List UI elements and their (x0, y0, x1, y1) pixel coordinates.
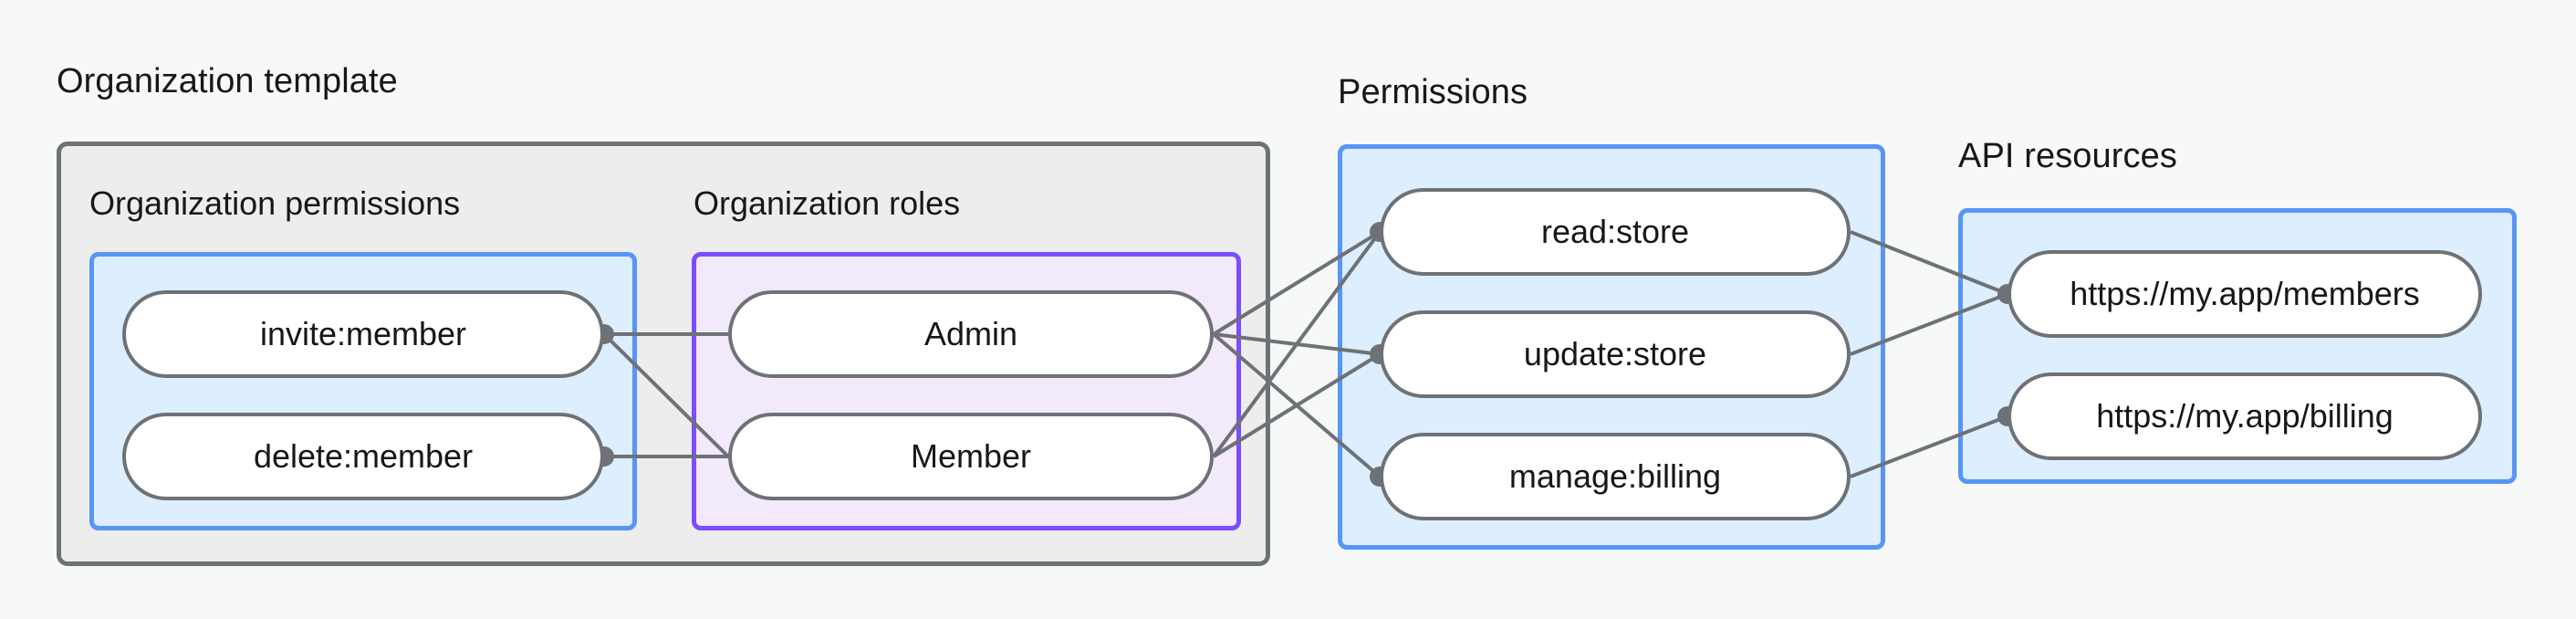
api-resources-title: API resources (1958, 137, 2177, 175)
node-resource-members[interactable]: https://my.app/members (2008, 250, 2482, 338)
node-manage-billing[interactable]: manage:billing (1380, 433, 1851, 520)
node-read-store[interactable]: read:store (1380, 188, 1851, 276)
node-update-store[interactable]: update:store (1380, 310, 1851, 398)
node-member[interactable]: Member (728, 413, 1214, 500)
permissions-title: Permissions (1338, 73, 1528, 111)
node-resource-billing[interactable]: https://my.app/billing (2008, 372, 2482, 460)
organization-template-title: Organization template (57, 62, 398, 100)
organization-roles-title: Organization roles (694, 184, 961, 222)
organization-permissions-title: Organization permissions (89, 184, 461, 222)
node-admin[interactable]: Admin (728, 290, 1214, 378)
node-delete-member[interactable]: delete:member (122, 413, 604, 500)
node-invite-member[interactable]: invite:member (122, 290, 604, 378)
